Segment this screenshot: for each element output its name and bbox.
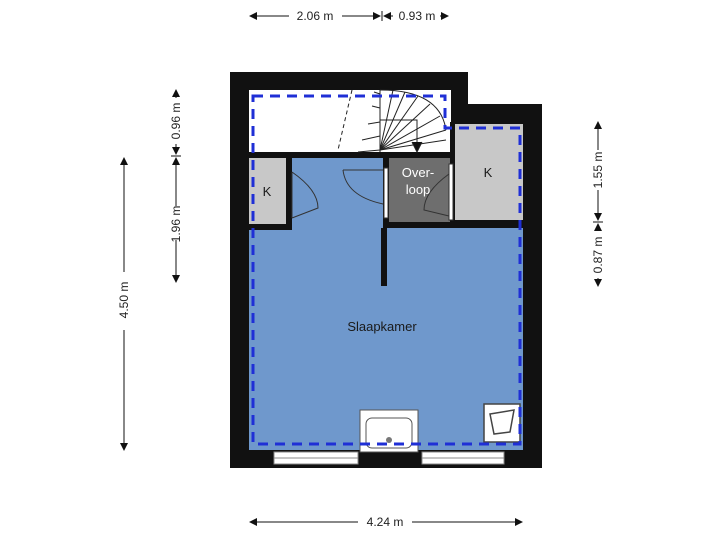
staircase bbox=[337, 89, 447, 154]
door-landing bbox=[423, 163, 454, 221]
wall-stub bbox=[381, 228, 387, 286]
landing-floor bbox=[389, 154, 450, 222]
dim-top-left: 2.06 m bbox=[297, 9, 334, 23]
wall-closet-left-bottom bbox=[249, 224, 292, 230]
window-bottom-right bbox=[421, 451, 505, 465]
bedroom-label: Slaapkamer bbox=[347, 319, 417, 334]
dimension-left-upper bbox=[171, 89, 181, 157]
door-bedroom bbox=[342, 167, 389, 219]
dim-left-total: 4.50 m bbox=[117, 282, 131, 319]
closet-right-floor bbox=[455, 124, 523, 220]
dimension-top bbox=[249, 11, 449, 21]
sink bbox=[359, 409, 419, 453]
dim-right-upper: 1.55 m bbox=[591, 152, 605, 189]
dim-left-upper: 0.96 m bbox=[169, 103, 183, 140]
dim-left-lower: 1.96 m bbox=[169, 206, 183, 243]
landing-label-line1: Over- bbox=[402, 165, 435, 180]
closet-right-label: K bbox=[484, 165, 493, 180]
wall-closet-left-right bbox=[286, 158, 292, 228]
wall-stair-bottom bbox=[249, 152, 455, 158]
dimension-right-upper bbox=[593, 121, 603, 223]
wall-landing-bottom bbox=[383, 222, 523, 228]
landing-label-line2: loop bbox=[406, 182, 431, 197]
bedroom-floor bbox=[249, 158, 523, 450]
wall-upper-right bbox=[451, 118, 523, 124]
closet-left-label: K bbox=[263, 184, 272, 199]
dim-bottom: 4.24 m bbox=[367, 515, 404, 529]
door-closet-left bbox=[291, 171, 319, 219]
dashed-outline bbox=[251, 94, 522, 446]
closet-left-floor bbox=[249, 158, 286, 224]
dim-top-right: 0.93 m bbox=[399, 9, 436, 23]
window-bottom-left bbox=[273, 451, 359, 465]
dim-right-lower: 0.87 m bbox=[591, 237, 605, 274]
toilet bbox=[483, 403, 521, 443]
